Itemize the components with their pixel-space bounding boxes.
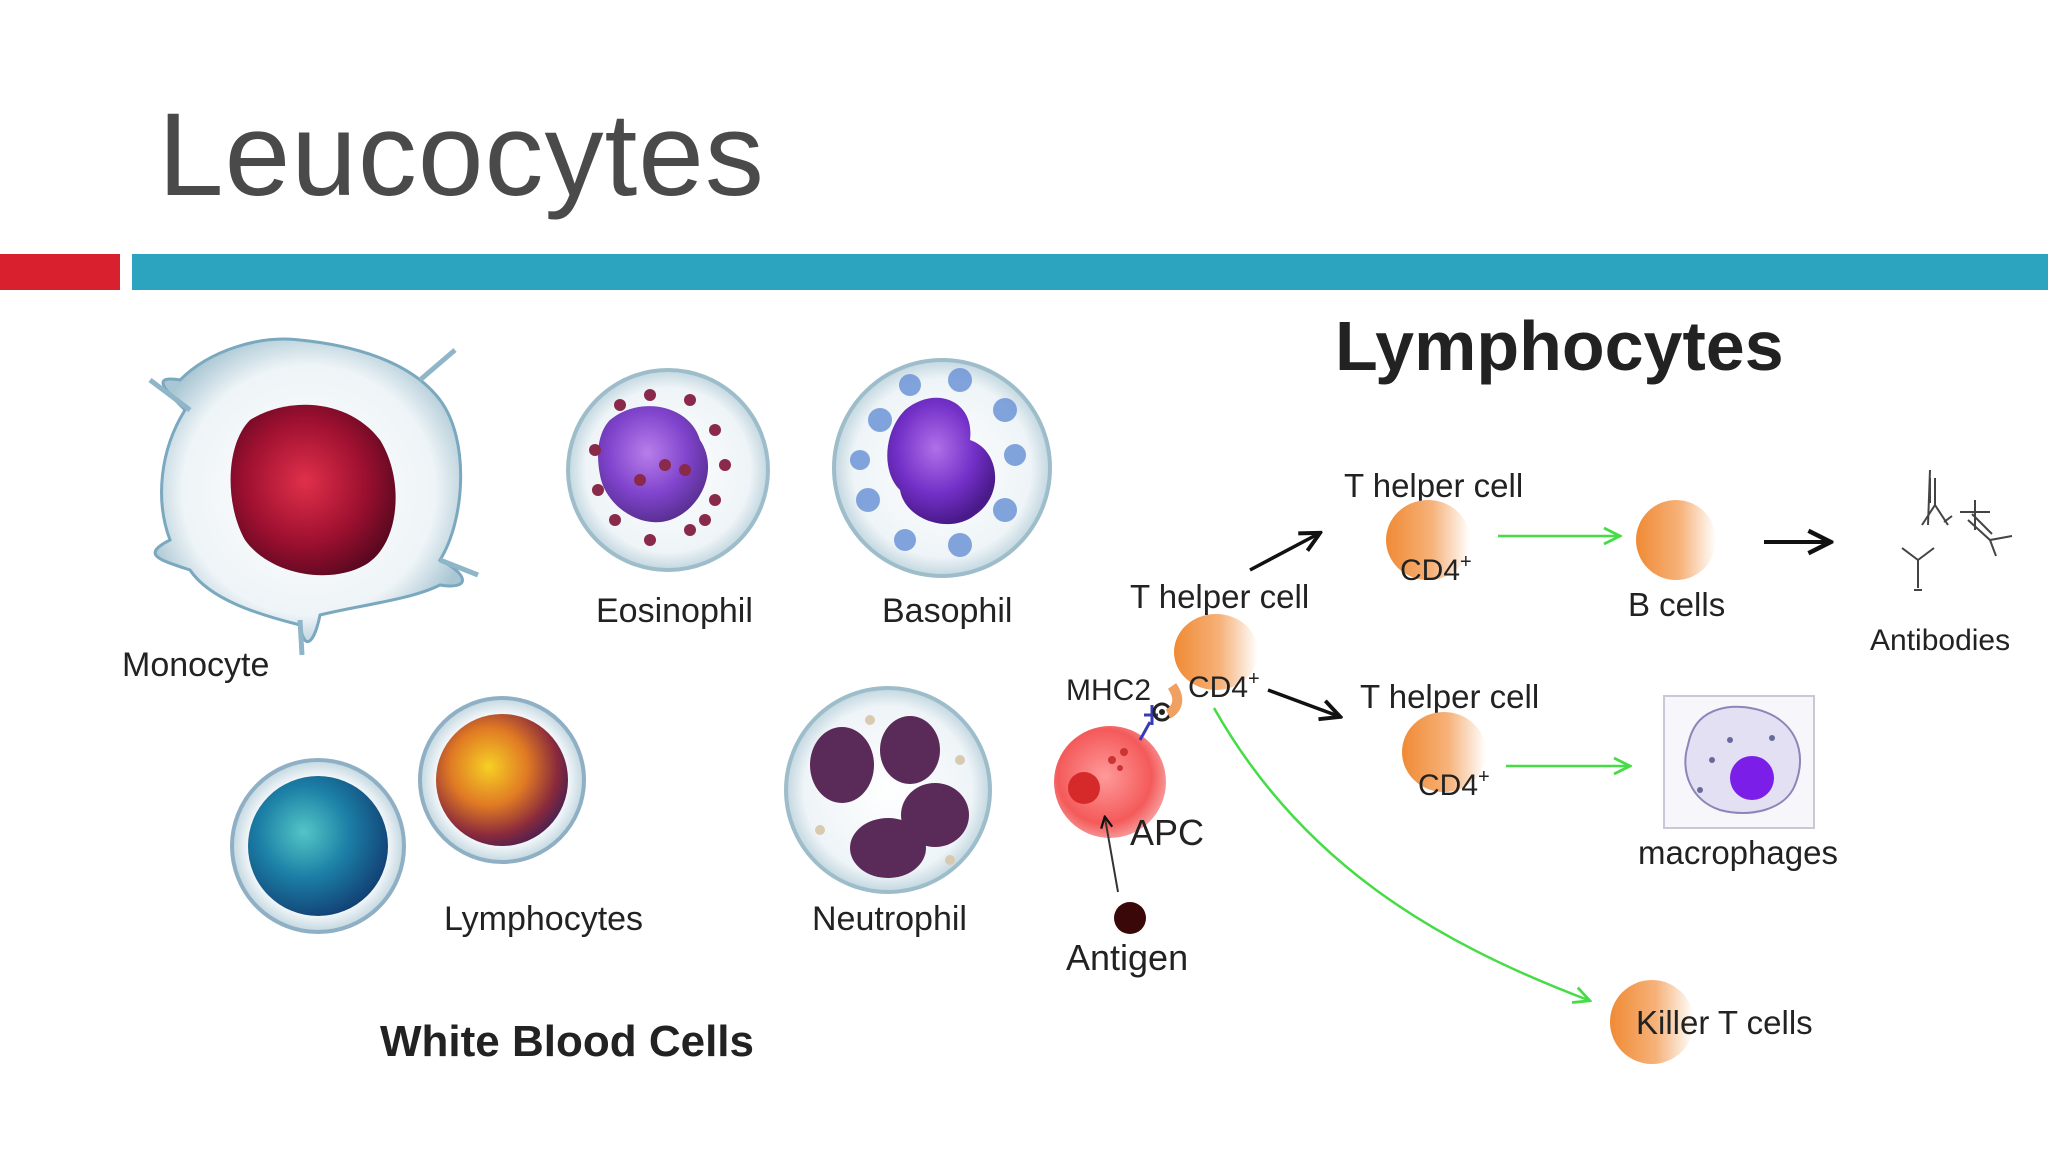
- lymph-heading: Lymphocytes: [1335, 307, 1784, 385]
- wbc-heading: White Blood Cells: [380, 1017, 754, 1066]
- label-neutrophil: Neutrophil: [812, 900, 967, 938]
- label-b-cells: B cells: [1628, 586, 1725, 623]
- label-lymphocytes: Lymphocytes: [444, 900, 643, 938]
- label-basophil: Basophil: [882, 592, 1012, 630]
- label-macrophages: macrophages: [1638, 834, 1838, 871]
- label-mhc2: MHC2: [1066, 674, 1151, 707]
- t-helper-top-cell: [1386, 500, 1470, 580]
- macrophage-cell: [1663, 695, 1815, 829]
- label-cd4-mid: CD4+: [1418, 766, 1490, 802]
- arrow-to-top-helper: [1249, 534, 1318, 572]
- slide-title: Leucocytes: [158, 89, 765, 221]
- t-helper-mid-cell: [1402, 712, 1486, 792]
- label-killer-t: Killer T cells: [1636, 1004, 1813, 1041]
- arrow-to-killer-t: [1212, 707, 1588, 1000]
- b-cell: [1636, 500, 1716, 580]
- antigen-dot: [1114, 902, 1146, 934]
- basophil-cell: [832, 358, 1052, 578]
- label-antibodies: Antibodies: [1870, 624, 2010, 657]
- t-helper-center-cell: [1174, 614, 1258, 690]
- lymphocyte-gold-cell: [418, 696, 586, 864]
- lymphocyte-blue-cell: [230, 758, 406, 934]
- label-cd4-center: CD4+: [1188, 668, 1260, 704]
- neutrophil-cell: [784, 686, 992, 894]
- arrow-to-mid-helper: [1267, 688, 1338, 716]
- label-t-helper-center: T helper cell: [1130, 578, 1309, 615]
- eosinophil-cell: [566, 368, 770, 572]
- apc-cell: [1054, 726, 1166, 838]
- label-eosinophil: Eosinophil: [596, 592, 753, 630]
- arrow-antigen-apc: [1105, 818, 1119, 893]
- accent-bar-red: [0, 254, 120, 290]
- monocyte-cell: [148, 337, 479, 656]
- accent-bar-teal: [132, 254, 2048, 290]
- label-antigen: Antigen: [1066, 937, 1188, 978]
- label-t-helper-mid: T helper cell: [1360, 678, 1539, 715]
- label-t-helper-top: T helper cell: [1344, 467, 1523, 504]
- label-cd4-top: CD4+: [1400, 551, 1472, 587]
- antibodies-icon: [1901, 469, 2013, 591]
- label-apc: APC: [1130, 812, 1204, 853]
- killer-t-cell: [1610, 980, 1694, 1064]
- label-monocyte: Monocyte: [122, 646, 269, 684]
